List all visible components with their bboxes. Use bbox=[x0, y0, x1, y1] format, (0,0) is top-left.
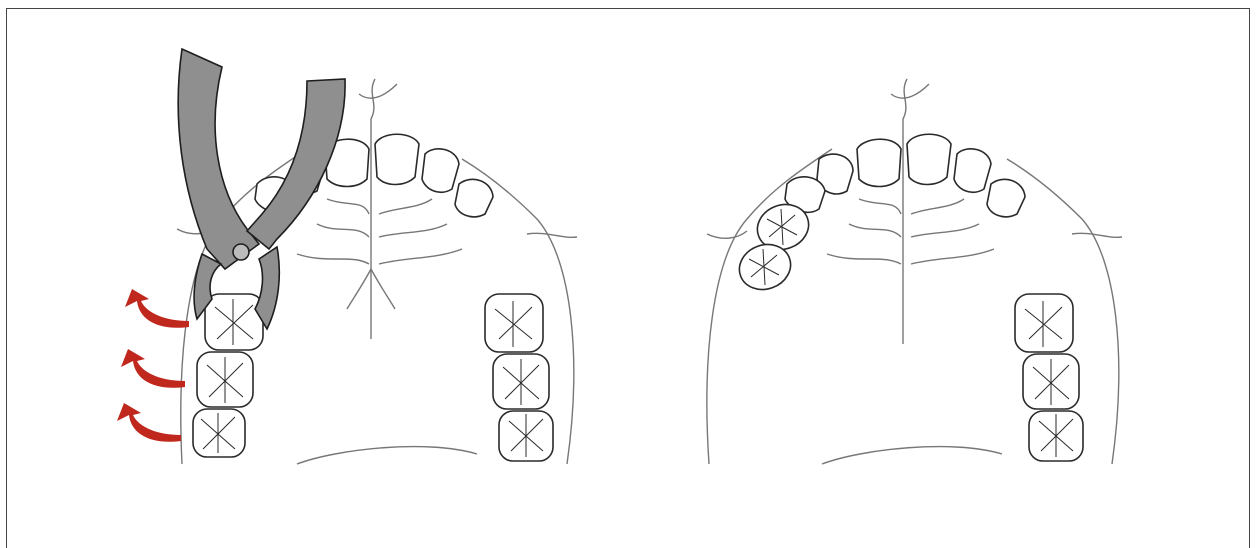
anterior-teeth bbox=[785, 134, 1025, 217]
curved-arrow-icon bbox=[121, 349, 185, 388]
rotation-arrows bbox=[117, 289, 189, 442]
right-panel bbox=[627, 9, 1247, 539]
figure-frame bbox=[6, 8, 1250, 548]
left-panel bbox=[7, 9, 627, 539]
displaced-teeth bbox=[733, 197, 815, 296]
curved-arrow-icon bbox=[117, 403, 181, 442]
curved-arrow-icon bbox=[125, 289, 189, 328]
